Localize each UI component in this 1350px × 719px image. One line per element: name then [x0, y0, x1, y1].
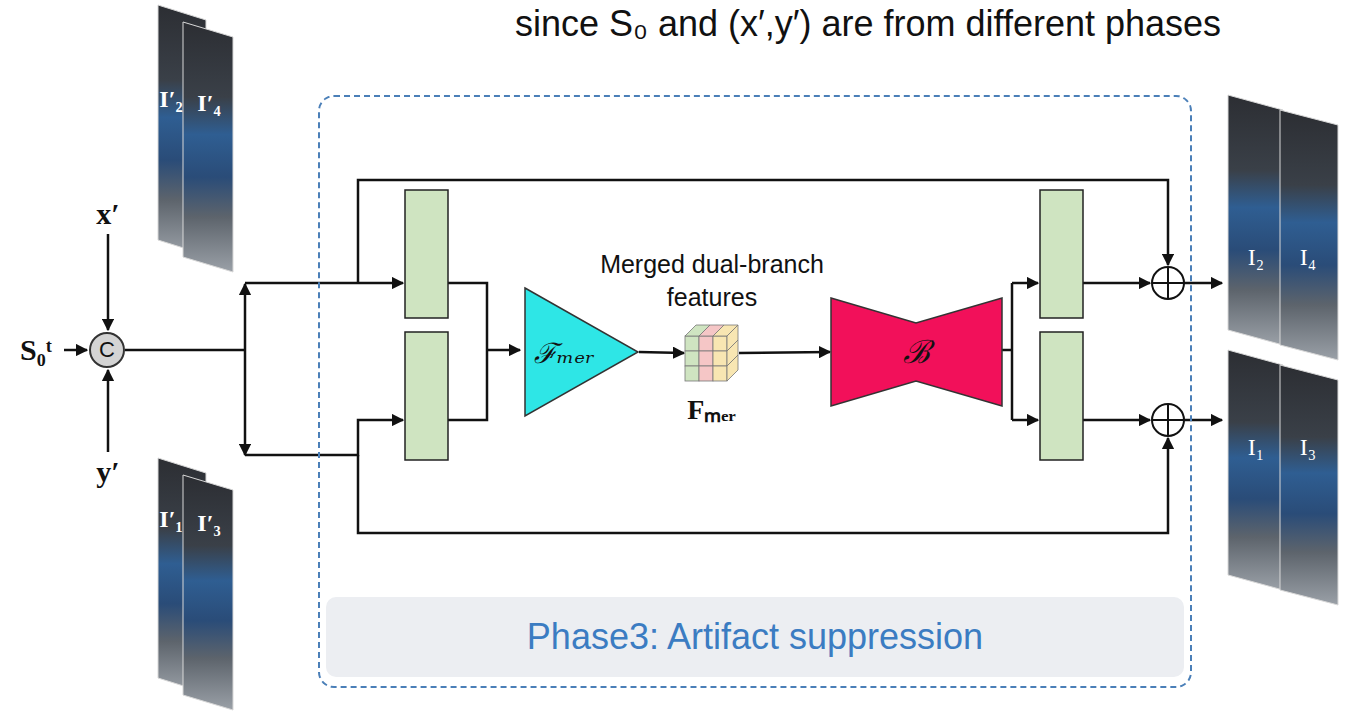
cube-cell — [713, 366, 727, 381]
drawing-line — [64, 349, 87, 352]
flow-arrow — [739, 352, 830, 353]
output-frames-top — [1228, 95, 1338, 360]
frame-label: I₂ — [1248, 244, 1264, 272]
drawing-polygon — [1280, 110, 1338, 360]
drawing-line — [1083, 419, 1150, 422]
drawing-line — [358, 282, 403, 285]
cube-cell — [713, 336, 727, 351]
sum-symbols — [1152, 267, 1184, 436]
frame-label: I′₂ — [159, 86, 182, 114]
layer-blocks — [405, 190, 1083, 460]
frame-label: I₄ — [1300, 244, 1316, 272]
cube-cell — [713, 351, 727, 366]
feature-heading: Merged dual-branch features — [587, 248, 837, 313]
drawing-line — [1184, 419, 1222, 422]
cube-side — [727, 355, 738, 381]
drawing-rect — [1040, 332, 1083, 460]
drawing-line — [487, 349, 520, 352]
input-frames-bottom — [158, 458, 233, 710]
triangle-outline — [525, 288, 638, 416]
input-symbol: x′ — [96, 197, 119, 232]
cube-cell — [699, 336, 713, 351]
drawing-line — [1184, 282, 1222, 285]
drawing-line — [244, 284, 247, 350]
cube-cell — [685, 366, 699, 381]
cube-cell — [685, 336, 699, 351]
frame-label: I′₁ — [159, 506, 182, 534]
drawing-polygon — [183, 475, 233, 710]
cube-cell — [699, 366, 713, 381]
drawing-line — [107, 370, 110, 452]
drawing-polyline — [448, 283, 487, 420]
frame-label: I₃ — [1300, 434, 1316, 462]
drawing-rect — [1040, 190, 1083, 318]
drawing-circle — [1152, 404, 1184, 436]
drawing-line — [1167, 404, 1169, 436]
concat-symbol: C — [99, 339, 115, 361]
drawing-polygon — [1228, 350, 1283, 590]
frame-label: I₁ — [1248, 434, 1264, 462]
drawing-rect — [405, 332, 448, 460]
drawing-line — [1012, 419, 1038, 422]
bowtie-outline — [831, 298, 1002, 406]
flow-arrow — [639, 352, 684, 353]
phase-frame: ℱₘₑᵣMerged dual-branch featuresFₘₑᵣℬPhas… — [318, 95, 1192, 688]
drawing-line — [1012, 282, 1038, 285]
drawing-line — [1011, 283, 1014, 420]
input-frames-top — [158, 5, 233, 272]
drawing-polyline — [245, 282, 358, 285]
merge-triangle: ℱₘₑᵣ — [524, 287, 639, 417]
drawing-line — [1167, 267, 1169, 299]
concat-circle: C — [89, 332, 125, 368]
frame-label: I′₄ — [197, 90, 220, 118]
drawing-line — [1083, 282, 1150, 285]
drawing-rect — [405, 190, 448, 318]
cube-cell — [685, 351, 699, 366]
frame-label: I′₃ — [197, 510, 220, 538]
drawing-polyline — [245, 420, 403, 455]
drawing-line — [125, 349, 245, 352]
input-symbol: S₀ᵗ — [20, 333, 52, 368]
drawing-circle — [1152, 267, 1184, 299]
cube-cells — [685, 325, 738, 381]
wires — [64, 180, 1222, 533]
feature-symbol: Fₘₑᵣ — [687, 389, 735, 427]
input-symbol: y′ — [96, 455, 119, 490]
annotation-note: since S₀ and (x′,y′) are from different … — [515, 3, 1221, 44]
output-frames-bottom — [1228, 350, 1338, 605]
drawing-polygon — [183, 22, 233, 272]
drawing-line — [244, 350, 247, 455]
merge-module-name: ℱₘₑᵣ — [534, 333, 595, 371]
backbone-bowtie: ℬ — [830, 297, 1003, 407]
cube-shape — [684, 323, 739, 383]
drawing-polygon — [1280, 365, 1338, 605]
cube-cell — [699, 351, 713, 366]
drawing-polygon — [1228, 95, 1283, 345]
caption-band: Phase3: Artifact suppression — [326, 597, 1184, 677]
drawing-line — [107, 234, 110, 330]
phase-title: Phase3: Artifact suppression — [527, 616, 983, 658]
feature-cube: Merged dual-branch featuresFₘₑᵣ — [684, 323, 739, 383]
backbone-symbol: ℬ — [903, 336, 930, 368]
